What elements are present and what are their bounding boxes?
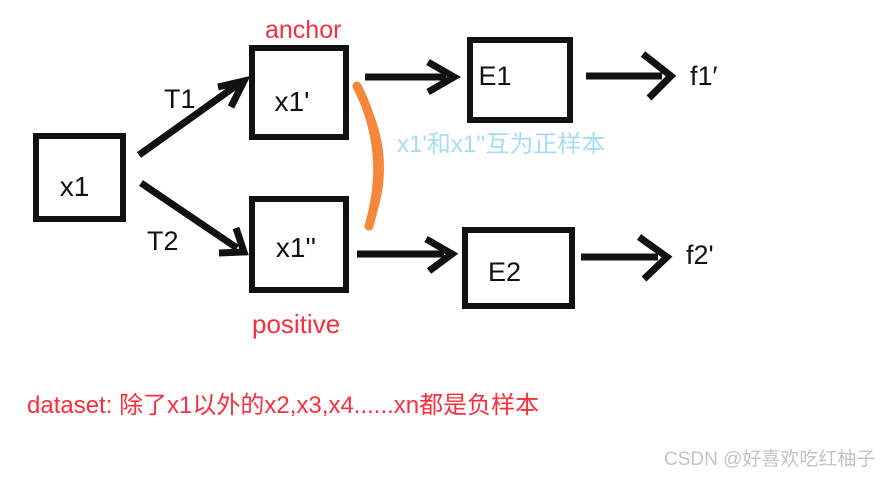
node-encoder-e2: E2 (462, 227, 575, 309)
label-anchor: anchor (265, 16, 342, 44)
arrow-t2-head (218, 226, 249, 257)
arrow-t2-shaft (139, 180, 239, 251)
node-x1-double-prime: x1'' (249, 196, 349, 293)
positive-pair-brace (352, 81, 383, 231)
arrow-x1p-e1-head (426, 58, 462, 96)
note-dataset-negative-samples: dataset: 除了x1以外的x2,x3,x4......xn都是负样本 (27, 392, 540, 419)
arrow-x1pp-e2-head (424, 235, 459, 274)
label-output-f1: f1′ (690, 61, 718, 91)
positive-pair-brace-highlight (361, 91, 384, 220)
node-x1-double-prime-label: x1'' (275, 231, 317, 263)
arrow-e2-f2-head (636, 234, 673, 282)
note-positive-pair: x1'和x1''互为正样本 (397, 131, 606, 158)
node-x1-prime-label: x1' (274, 85, 310, 117)
arrow-t1-shaft (136, 82, 240, 158)
arrow-t1-head (217, 75, 251, 109)
label-positive: positive (252, 309, 341, 339)
node-x1-prime: x1' (249, 45, 349, 140)
label-output-f2: f2' (686, 240, 714, 270)
node-e1-label: E1 (478, 60, 512, 91)
node-x1-label: x1 (59, 170, 90, 202)
node-x1: x1 (33, 133, 126, 222)
arrow-e1-f1-head (640, 51, 677, 101)
watermark: CSDN @好喜欢吃红柚子 (664, 449, 876, 470)
label-transform-t2: T2 (147, 226, 179, 256)
node-e2-label: E2 (487, 256, 522, 287)
node-encoder-e1: E1 (467, 37, 573, 123)
label-transform-t1: T1 (164, 84, 196, 114)
